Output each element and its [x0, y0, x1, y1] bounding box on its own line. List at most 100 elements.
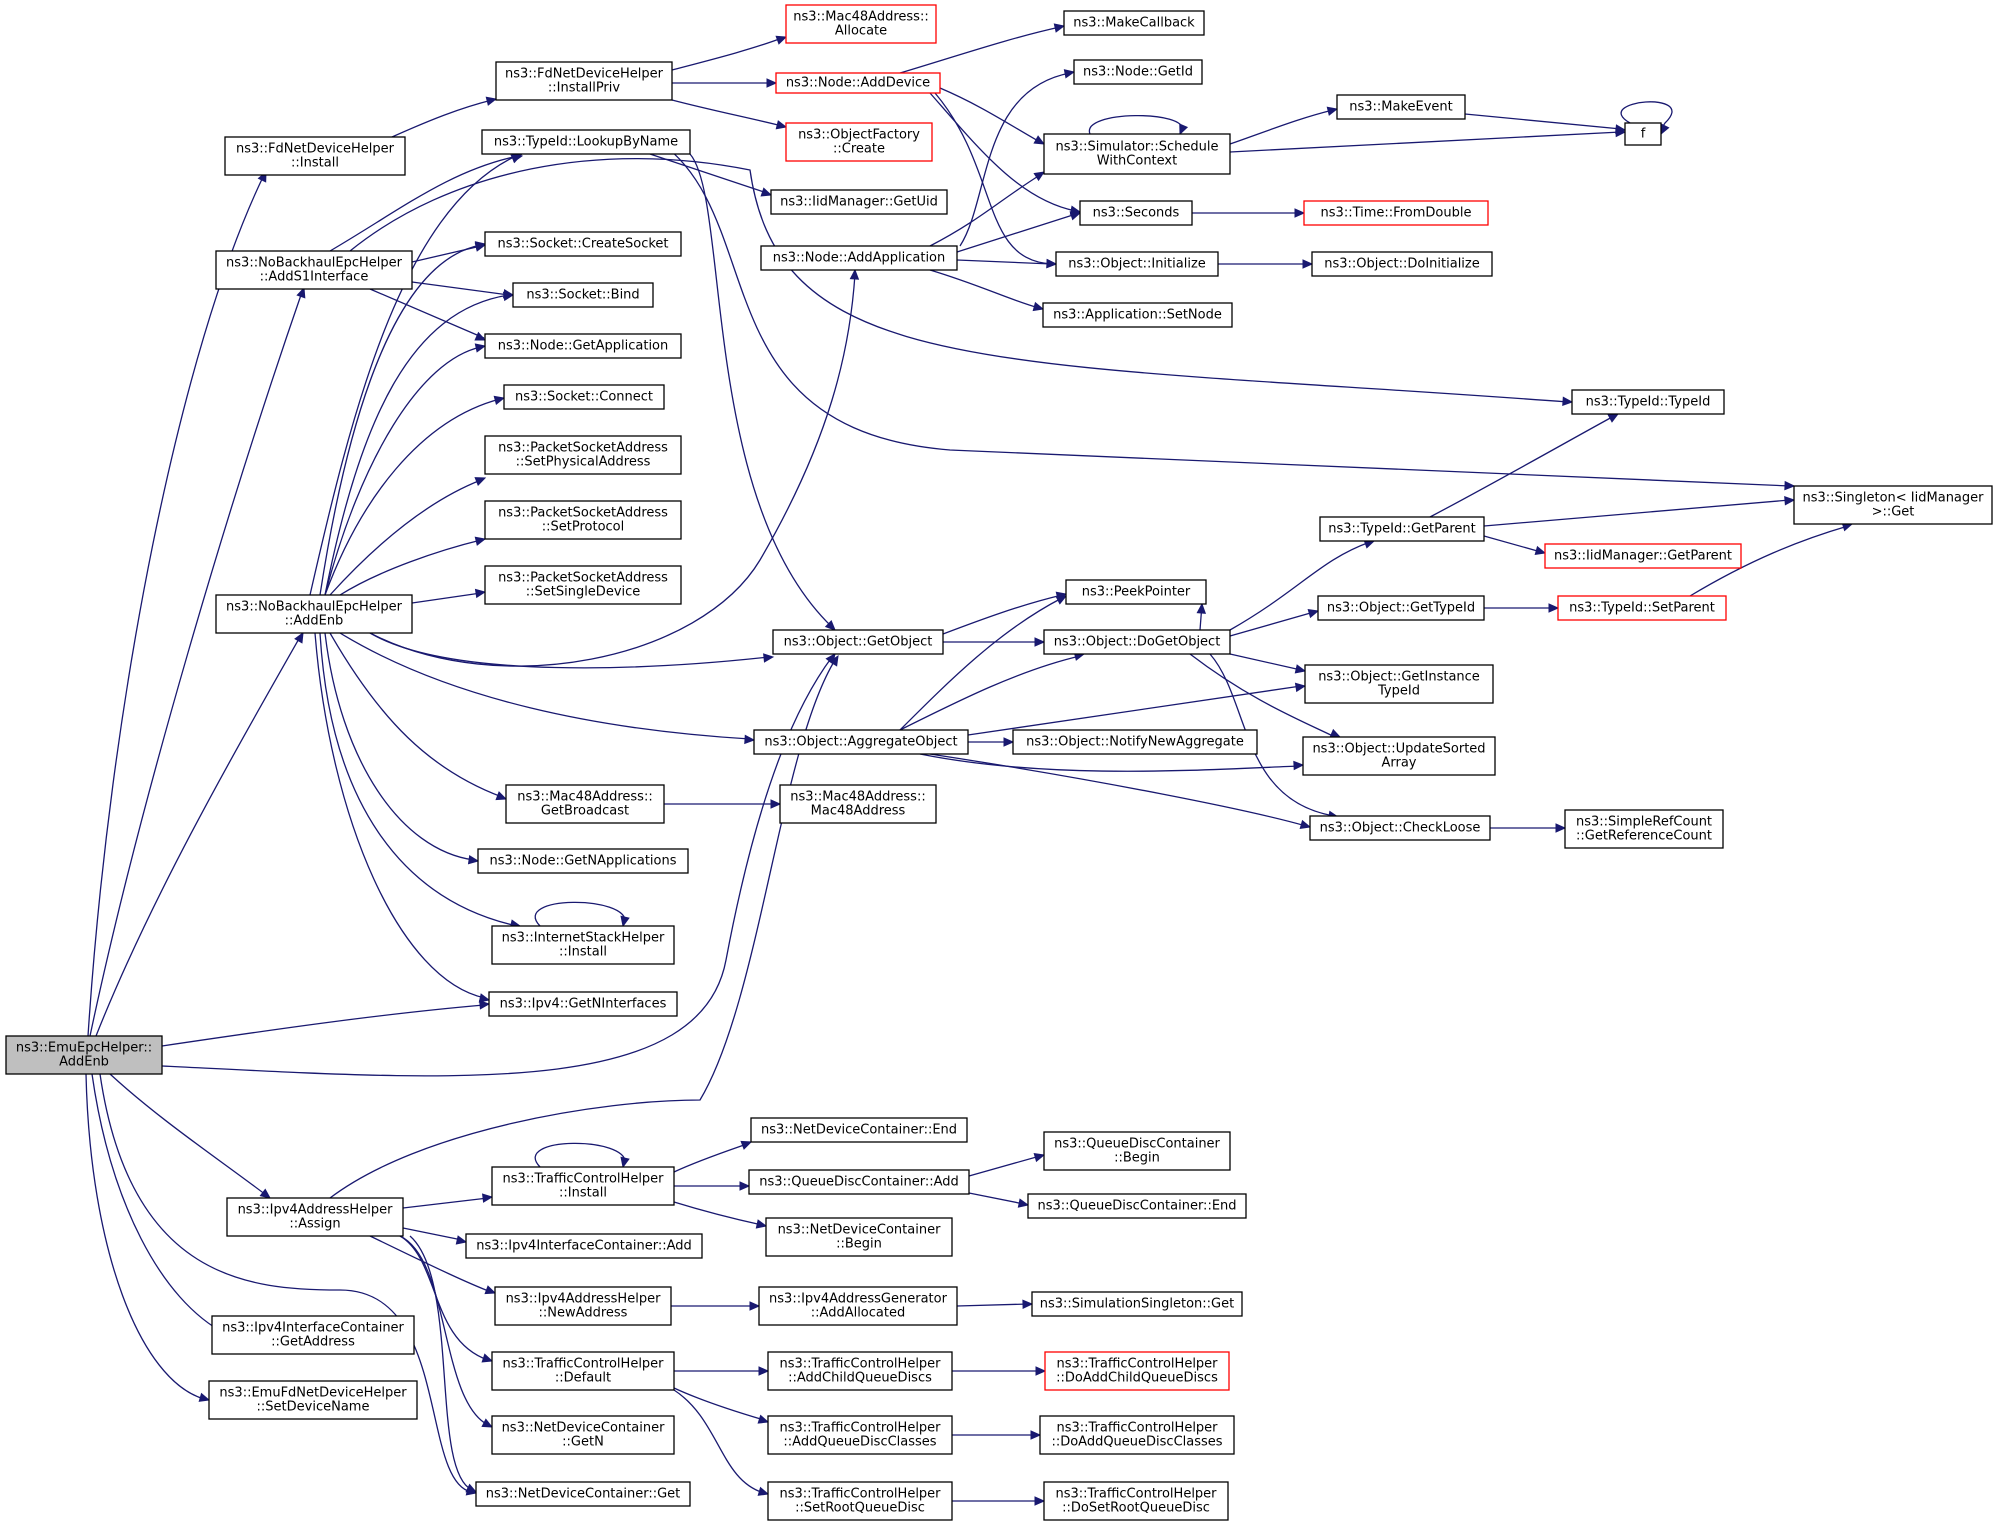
- node-tchInstall[interactable]: ns3::TrafficControlHelper::Install: [491, 1166, 675, 1206]
- node-label: ns3::MakeCallback: [1073, 16, 1195, 31]
- arrowhead: [296, 286, 306, 299]
- node-tchDefault[interactable]: ns3::TrafficControlHelper::Default: [491, 1351, 675, 1391]
- arrowhead: [824, 619, 836, 631]
- node-objInit[interactable]: ns3::Object::Initialize: [1055, 251, 1219, 277]
- edge-nodeAddApp-to-simSched: [929, 171, 1046, 247]
- node-macAlloc[interactable]: ns3::Mac48Address::Allocate: [785, 4, 937, 44]
- node-label: ns3::TrafficControlHelper: [1056, 1357, 1218, 1372]
- node-objCheckLoose[interactable]: ns3::Object::CheckLoose: [1309, 815, 1491, 841]
- node-label: ns3::Object::CheckLoose: [1320, 821, 1481, 836]
- node-ndcGetN[interactable]: ns3::NetDeviceContainer::GetN: [491, 1415, 675, 1455]
- node-box: [1043, 1481, 1229, 1521]
- nodes-layer: ns3::EmuEpcHelper::AddEnb ns3::FdNetDevic…: [5, 4, 1993, 1521]
- node-objDoGetObject[interactable]: ns3::Object::DoGetObject: [1043, 629, 1231, 655]
- node-socketConnect[interactable]: ns3::Socket::Connect: [503, 384, 665, 410]
- edge-line: [411, 281, 510, 296]
- node-fdInstall[interactable]: ns3::FdNetDeviceHelper::Install: [224, 136, 406, 176]
- node-tchSetRoot[interactable]: ns3::TrafficControlHelper::SetRootQueueD…: [767, 1481, 953, 1521]
- arrowhead: [478, 993, 491, 1003]
- node-nodeAddDevice[interactable]: ns3::Node::AddDevice: [775, 72, 941, 94]
- node-objGetTypeId[interactable]: ns3::Object::GetTypeId: [1317, 595, 1485, 621]
- node-makeCallback[interactable]: ns3::MakeCallback: [1063, 10, 1205, 36]
- node-simSingletonGet[interactable]: ns3::SimulationSingleton::Get: [1031, 1291, 1243, 1317]
- arrowhead: [467, 854, 480, 865]
- node-iidGetParent[interactable]: ns3::IidManager::GetParent: [1544, 543, 1742, 569]
- node-iidGetUid[interactable]: ns3::IidManager::GetUid: [770, 189, 948, 215]
- node-tchDoSetRoot[interactable]: ns3::TrafficControlHelper::DoSetRootQueu…: [1043, 1481, 1229, 1521]
- node-nodeAddApp[interactable]: ns3::Node::AddApplication: [760, 245, 958, 271]
- node-objDoInit[interactable]: ns3::Object::DoInitialize: [1311, 251, 1493, 277]
- node-seconds[interactable]: ns3::Seconds: [1079, 200, 1193, 226]
- edge-addS1-to-socketBind: [411, 281, 515, 299]
- node-peekPointer[interactable]: ns3::PeekPointer: [1065, 579, 1207, 605]
- arrowhead: [294, 631, 304, 644]
- node-objFactCreate[interactable]: ns3::ObjectFactory::Create: [785, 122, 933, 162]
- node-ipv4NewAddr[interactable]: ns3::Ipv4AddressHelper::NewAddress: [494, 1286, 672, 1326]
- node-objAggregate[interactable]: ns3::Object::AggregateObject: [753, 729, 969, 755]
- node-fromDouble[interactable]: ns3::Time::FromDouble: [1303, 200, 1489, 226]
- node-tchAddChild[interactable]: ns3::TrafficControlHelper::AddChildQueue…: [767, 1351, 953, 1391]
- node-nodeGetApp[interactable]: ns3::Node::GetApplication: [484, 333, 682, 359]
- arrowhead: [1179, 123, 1189, 136]
- node-label: ns3::NoBackhaulEpcHelper: [226, 600, 403, 615]
- edge-ipv4Assign-to-ndcGetN: [399, 1235, 494, 1428]
- edge-ipv4Assign-to-objGetObject: [329, 654, 839, 1199]
- node-addS1[interactable]: ns3::NoBackhaulEpcHelper::AddS1Interface: [215, 250, 413, 290]
- node-psaSetSingle[interactable]: ns3::PacketSocketAddress::SetSingleDevic…: [484, 565, 682, 605]
- node-ndcBegin[interactable]: ns3::NetDeviceContainer::Begin: [765, 1217, 953, 1257]
- node-objNotifyNewAgg[interactable]: ns3::Object::NotifyNewAggregate: [1012, 729, 1258, 755]
- node-nodeGetId[interactable]: ns3::Node::GetId: [1073, 59, 1203, 85]
- node-makeEvent[interactable]: ns3::MakeEvent: [1336, 94, 1466, 120]
- node-label: ns3::TypeId::SetParent: [1569, 601, 1715, 616]
- node-macGetBroadcast[interactable]: ns3::Mac48Address::GetBroadcast: [505, 784, 665, 824]
- node-appSetNode[interactable]: ns3::Application::SetNode: [1042, 302, 1233, 328]
- arrowhead: [739, 1181, 751, 1191]
- node-ndcEnd[interactable]: ns3::NetDeviceContainer::End: [750, 1117, 968, 1143]
- node-qdcBegin[interactable]: ns3::QueueDiscContainer::Begin: [1043, 1131, 1231, 1171]
- node-qdcEnd[interactable]: ns3::QueueDiscContainer::End: [1027, 1193, 1247, 1219]
- node-ipv4IfcGetAddr[interactable]: ns3::Ipv4InterfaceContainer::GetAddress: [211, 1315, 415, 1355]
- node-ipv4Assign[interactable]: ns3::Ipv4AddressHelper::Assign: [226, 1197, 404, 1237]
- node-ipv4GenAlloc[interactable]: ns3::Ipv4AddressGenerator::AddAllocated: [758, 1286, 958, 1326]
- edge-objAggregate-to-objCheckLoose: [929, 753, 1312, 829]
- node-ipv4GetNIf[interactable]: ns3::Ipv4::GetNInterfaces: [488, 991, 678, 1017]
- node-fdInstallPriv[interactable]: ns3::FdNetDeviceHelper::InstallPriv: [495, 61, 673, 101]
- edge-fdInstallPriv-to-macAlloc: [671, 35, 788, 71]
- node-nodeGetNApps[interactable]: ns3::Node::GetNApplications: [477, 848, 689, 874]
- node-refCount[interactable]: ns3::SimpleRefCount::GetReferenceCount: [1564, 809, 1724, 849]
- edge-ipv4Assign-to-tchInstall: [402, 1193, 494, 1209]
- node-f[interactable]: f: [1624, 122, 1662, 146]
- node-emuSetDevName[interactable]: ns3::EmuFdNetDeviceHelper::SetDeviceName: [208, 1380, 418, 1420]
- node-psaSetProto[interactable]: ns3::PacketSocketAddress::SetProtocol: [484, 500, 682, 540]
- node-ipv4IfcAdd[interactable]: ns3::Ipv4InterfaceContainer::Add: [465, 1233, 703, 1259]
- node-qdcAdd[interactable]: ns3::QueueDiscContainer::Add: [748, 1169, 970, 1195]
- node-box: [1065, 579, 1207, 605]
- node-tchDoAddChild[interactable]: ns3::TrafficControlHelper::DoAddChildQue…: [1044, 1351, 1230, 1391]
- node-inetInstall[interactable]: ns3::InternetStackHelper::Install: [491, 925, 675, 965]
- node-objGetObject[interactable]: ns3::Object::GetObject: [772, 629, 944, 655]
- node-typeIdGetParent[interactable]: ns3::TypeId::GetParent: [1319, 516, 1485, 542]
- edge-objDoGetObject-to-peekPointer: [1196, 602, 1207, 631]
- edge-line: [956, 213, 1077, 253]
- node-label: ns3::PacketSocketAddress: [498, 506, 668, 521]
- node-socketBind[interactable]: ns3::Socket::Bind: [512, 282, 654, 308]
- node-macCtor[interactable]: ns3::Mac48Address::Mac48Address: [779, 784, 937, 824]
- node-label: ::SetProtocol: [542, 520, 625, 535]
- edge-line: [329, 479, 482, 596]
- node-psaSetPhys[interactable]: ns3::PacketSocketAddress::SetPhysicalAdd…: [484, 435, 682, 475]
- node-singletonGet[interactable]: ns3::Singleton< IidManager>::Get: [1793, 485, 1993, 525]
- node-label: ns3::Mac48Address::: [517, 790, 652, 805]
- node-tchAddQdClasses[interactable]: ns3::TrafficControlHelper::AddQueueDiscC…: [767, 1415, 953, 1455]
- node-noBackhaulAddEnb[interactable]: ns3::NoBackhaulEpcHelper::AddEnb: [215, 594, 413, 634]
- node-createSocket[interactable]: ns3::Socket::CreateSocket: [484, 231, 682, 257]
- node-typeIdSetParent[interactable]: ns3::TypeId::SetParent: [1557, 595, 1727, 621]
- node-root[interactable]: ns3::EmuEpcHelper::AddEnb: [5, 1035, 163, 1075]
- node-tchDoAddQdClasses[interactable]: ns3::TrafficControlHelper::DoAddQueueDis…: [1039, 1415, 1235, 1455]
- node-ndcGet[interactable]: ns3::NetDeviceContainer::Get: [475, 1481, 691, 1507]
- node-label: ns3::TypeId::LookupByName: [494, 135, 678, 150]
- node-typeIdCtor[interactable]: ns3::TypeId::TypeId: [1571, 389, 1725, 415]
- node-lookupByName[interactable]: ns3::TypeId::LookupByName: [481, 129, 691, 155]
